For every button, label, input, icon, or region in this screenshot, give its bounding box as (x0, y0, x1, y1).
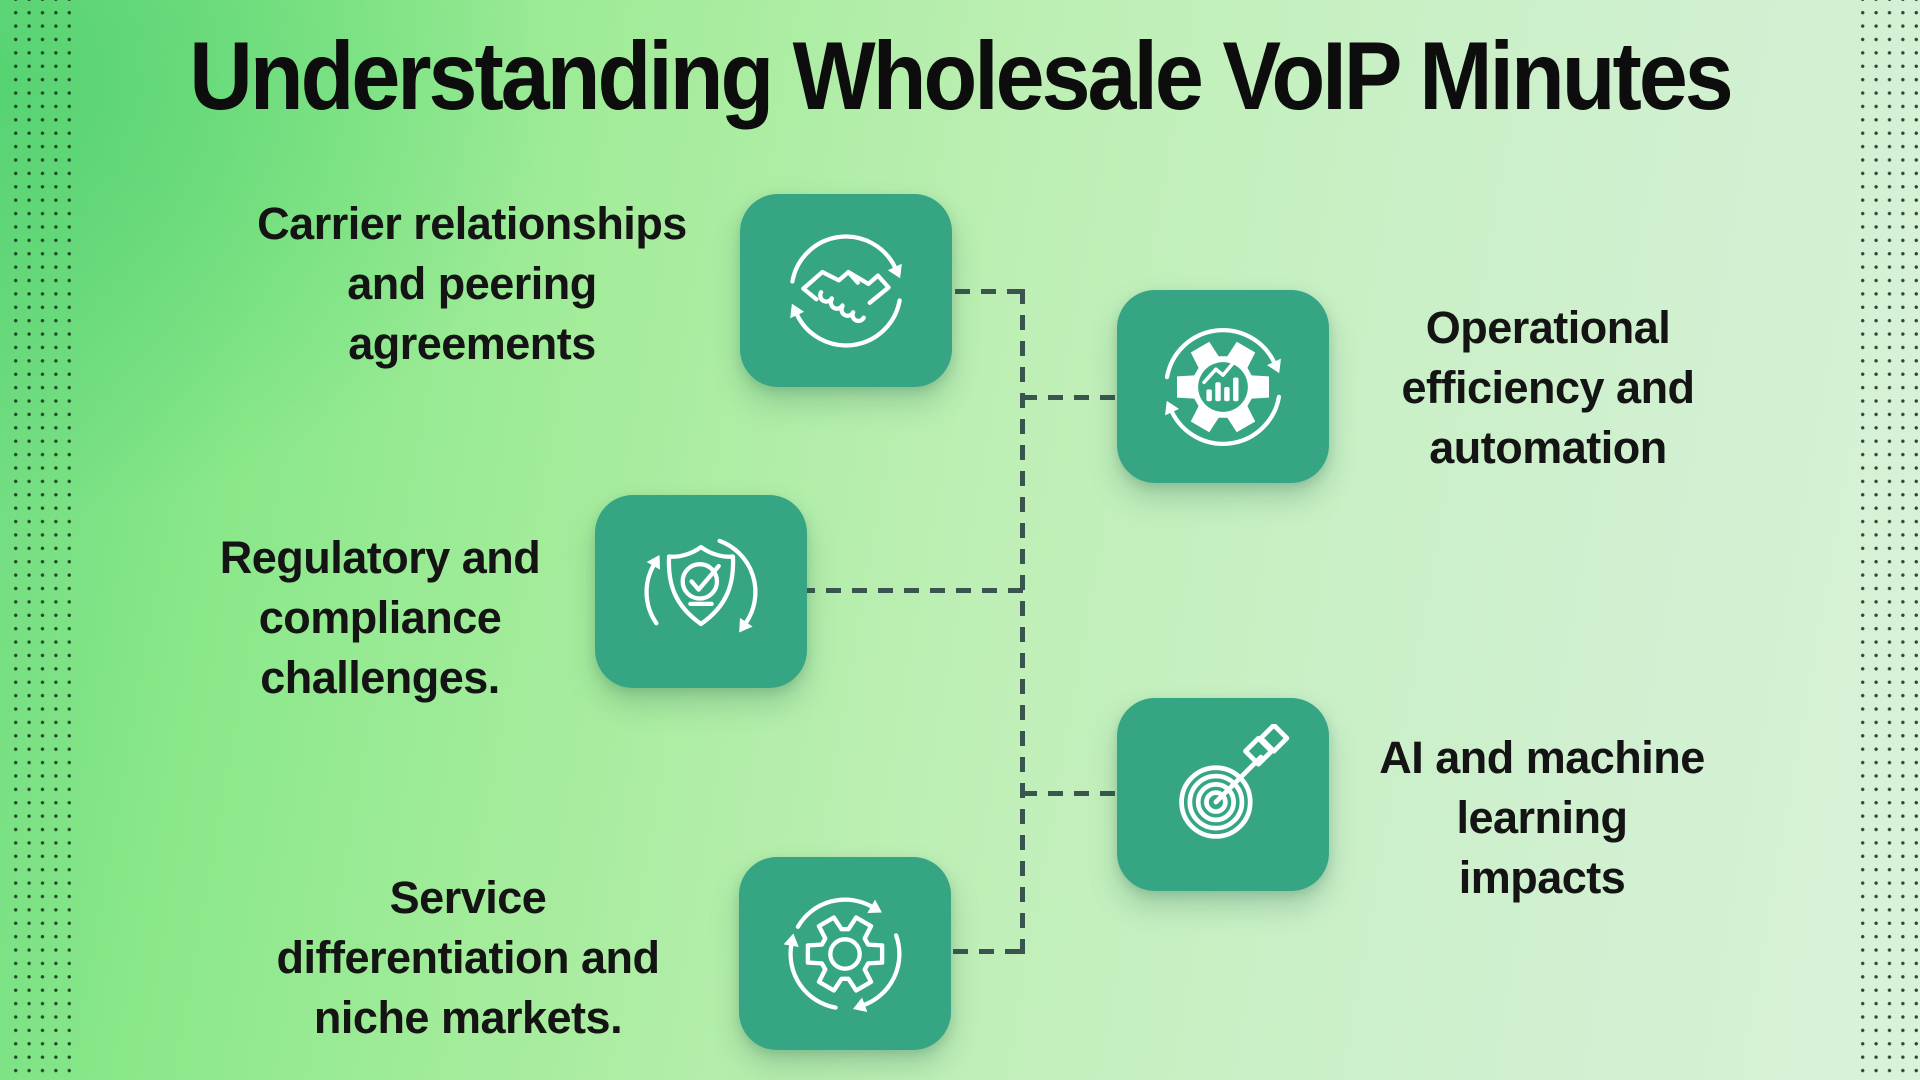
label-carrier: Carrier relationships and peering agreem… (257, 194, 687, 374)
dot-pattern-right (1852, 0, 1920, 1080)
label-line: challenges. (260, 652, 500, 703)
label-line: automation (1429, 422, 1667, 473)
dot-pattern-left (5, 0, 73, 1080)
connector-operational (1022, 395, 1119, 400)
label-operational: Operational efficiency and automation (1401, 298, 1695, 478)
label-line: agreements (348, 318, 596, 369)
tile-operational (1117, 290, 1329, 483)
handshake-sync-icon (790, 233, 902, 348)
target-dart-icon (1179, 723, 1290, 839)
tile-service (739, 857, 951, 1050)
page-title: Understanding Wholesale VoIP Minutes (189, 21, 1733, 131)
connector-spine (1020, 289, 1025, 956)
label-line: differentiation and (276, 932, 661, 983)
connector-regulatory (800, 588, 1025, 593)
label-line: AI and machine (1379, 732, 1705, 783)
label-line: compliance (258, 592, 502, 643)
label-line: Operational (1425, 302, 1671, 353)
label-line: niche markets. (313, 992, 623, 1043)
connector-service (953, 949, 1023, 954)
tile-regulatory (595, 495, 807, 688)
label-regulatory: Regulatory and compliance challenges. (220, 528, 541, 708)
label-line: Regulatory and (219, 532, 541, 583)
label-line: Service (389, 872, 547, 923)
connector-carrier (955, 289, 1025, 294)
shield-check-icon (644, 538, 758, 632)
label-line: Carrier relationships (257, 198, 687, 249)
tile-carrier (740, 194, 952, 387)
gear-growth-chart-icon (1164, 327, 1282, 446)
label-ai: AI and machine learning impacts (1379, 728, 1705, 908)
tile-ai (1117, 698, 1329, 891)
connector-ai (1022, 791, 1119, 796)
label-line: learning (1456, 792, 1628, 843)
label-service: Service differentiation and niche market… (276, 868, 661, 1048)
label-line: and peering (347, 258, 597, 309)
gear-cycle-icon (783, 897, 902, 1012)
label-line: efficiency and (1401, 362, 1695, 413)
label-line: impacts (1458, 852, 1626, 903)
